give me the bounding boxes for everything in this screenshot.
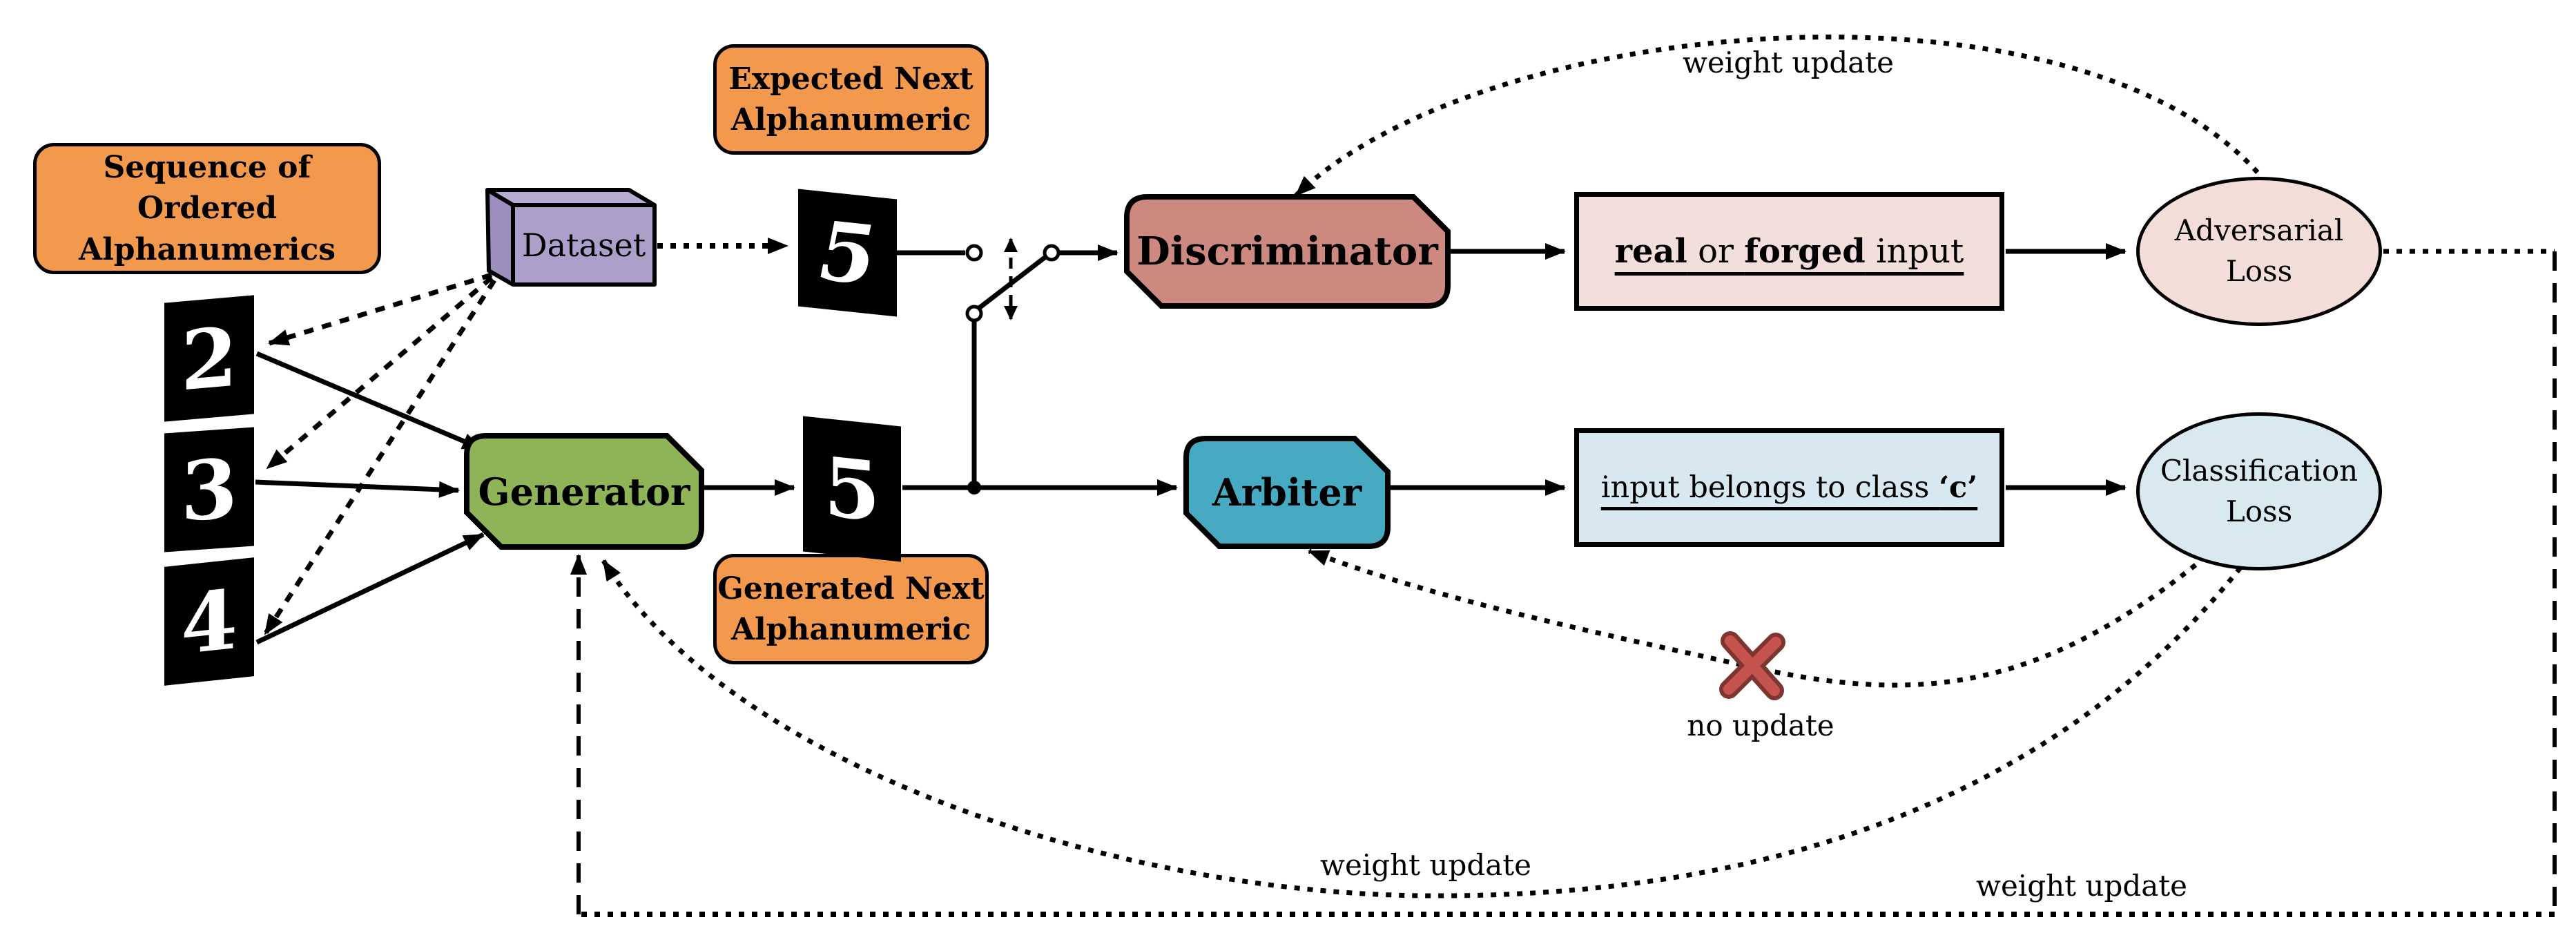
edge-digit2-to-generator [255, 351, 483, 452]
edge-dataset-to-digit4 [263, 279, 496, 635]
generator-node-shape [464, 433, 704, 550]
generated-label-text: Generated Next Alphanumeric [717, 570, 985, 647]
sequence-label-text: Sequence of Ordered Alphanumerics [78, 149, 336, 267]
word-or: or [1687, 232, 1745, 271]
sequence-of-ordered-alphanumerics-label: Sequence of Ordered Alphanumerics [33, 143, 381, 274]
edge-digit4-to-generator [255, 532, 485, 645]
switch-contact-lower [965, 305, 983, 323]
arbiter-output-text: input belongs to class ‘c’ [1601, 470, 1977, 505]
word-input: input [1865, 232, 1964, 271]
classification-loss-text: Classification Loss [2160, 453, 2359, 528]
generated-digit-glyph: 5 [823, 438, 881, 540]
discriminator-output-text: real or forged input [1615, 232, 1964, 271]
arbiter-node-shape [1183, 436, 1391, 549]
weight-update-bottom-left-label: weight update [1320, 847, 1531, 882]
class-output-prefix: input belongs to class [1600, 470, 1939, 505]
digit-tile-2: 2 [164, 295, 254, 422]
dataset-cube-side-face [485, 188, 515, 287]
digit-4-glyph: 4 [180, 570, 238, 673]
no-update-cross-icon [1719, 631, 1785, 700]
weight-update-top-label: weight update [1683, 45, 1894, 79]
edge-adversarial-loss-to-discriminator-update [1294, 35, 2260, 198]
generator-label: Generator [478, 469, 690, 514]
digit-3-glyph: 3 [180, 439, 238, 540]
dataset-label: Dataset [521, 226, 646, 264]
word-real: real [1614, 232, 1687, 271]
discriminator-output-box: real or forged input [1574, 192, 2004, 311]
switch-contact-upper-left [965, 244, 983, 262]
edge-dataset-to-digit2 [268, 272, 493, 346]
edge-dataset-to-digit3 [265, 276, 494, 470]
weight-update-bottom-right-label: weight update [1976, 868, 2187, 903]
expected-next-alphanumeric-label: Expected Next Alphanumeric [713, 44, 989, 155]
arbiter-output-box: input belongs to class ‘c’ [1574, 428, 2004, 547]
classification-loss-node: Classification Loss [2136, 412, 2382, 570]
discriminator-label: Discriminator [1136, 229, 1438, 274]
expected-digit-tile: 5 [798, 189, 897, 317]
expected-digit-glyph: 5 [819, 202, 876, 304]
word-forged: forged [1744, 232, 1866, 271]
digit-tile-3: 3 [164, 427, 254, 552]
junction-dot [967, 481, 981, 494]
adversarial-loss-node: Adversarial Loss [2136, 177, 2382, 326]
adversarial-loss-text: Adversarial Loss [2174, 213, 2344, 288]
no-update-label: no update [1687, 708, 1834, 742]
generated-next-alphanumeric-label: Generated Next Alphanumeric [713, 554, 989, 664]
dataset-node [485, 188, 657, 287]
digit-2-glyph: 2 [180, 307, 238, 410]
dataset-cube-front-face [511, 203, 657, 287]
switch-contact-upper-right [1043, 244, 1061, 262]
expected-label-text: Expected Next Alphanumeric [728, 61, 974, 137]
digit-tile-4: 4 [164, 557, 254, 686]
arbiter-label: Arbiter [1212, 470, 1362, 515]
generated-digit-tile: 5 [803, 416, 901, 562]
edge-classification-loss-to-generator-update [601, 559, 2243, 898]
class-token: ‘c’ [1939, 470, 1978, 505]
discriminator-node-shape [1124, 194, 1451, 309]
edge-digit3-to-generator [255, 479, 460, 498]
